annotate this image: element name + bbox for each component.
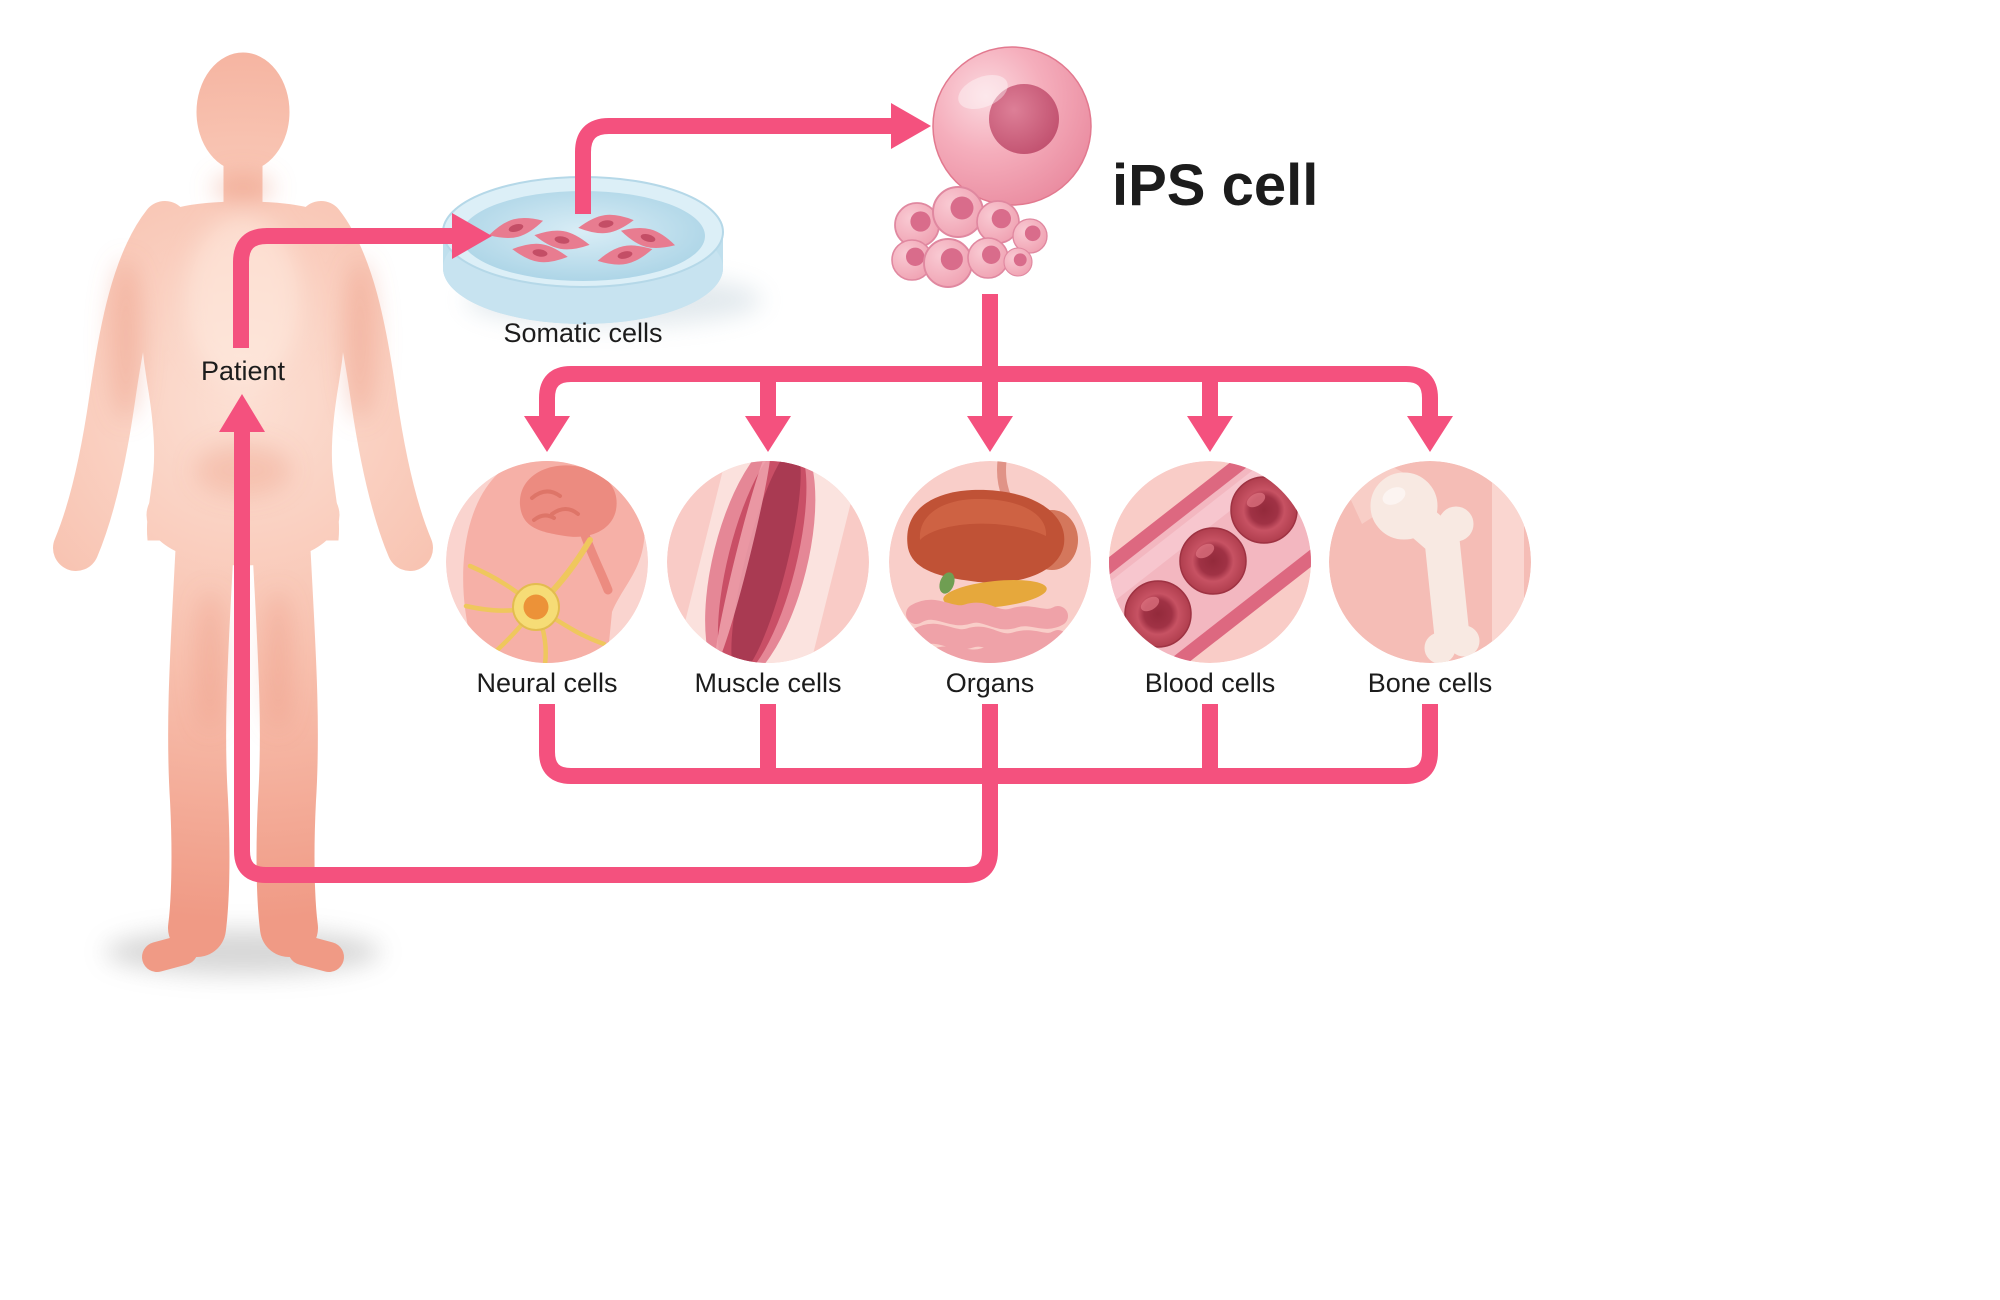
somatic-cells-label: Somatic cells (503, 318, 662, 348)
ips-cell-label: iPS cell (1112, 153, 1318, 218)
neural-icon (463, 461, 645, 663)
vessel-wall-bottom (1109, 498, 1311, 663)
return-line-to-patient (234, 430, 998, 883)
arrow-patient-to-dish (233, 213, 492, 348)
ips-cell-nucleus (989, 84, 1059, 154)
ips-cell (932, 46, 1092, 206)
arrow-distribution (539, 294, 1438, 420)
bone-cells-label: Bone cells (1368, 668, 1493, 698)
arrowhead-bone (1407, 416, 1453, 452)
muscle-cells-circle (667, 461, 869, 663)
neural-cells-circle (446, 461, 648, 663)
patient-left-arm (53, 201, 188, 571)
return-arrowhead-up (219, 394, 265, 432)
distribution-bar (539, 366, 1438, 420)
liver-highlight (919, 498, 1047, 540)
vessel-wall-top (1109, 461, 1311, 626)
dish-water (461, 191, 705, 281)
arrowhead-organs (967, 416, 1013, 452)
organs-circle (889, 461, 1091, 663)
red-blood-cell (1230, 476, 1298, 544)
brain-shape (519, 465, 617, 537)
muscle-highlight (714, 461, 771, 663)
blood-cells-label: Blood cells (1145, 668, 1276, 698)
patient-label: Patient (201, 356, 286, 386)
femur-bone-icon (1370, 472, 1480, 663)
neuron-nucleus (523, 594, 549, 620)
arrowhead-right-dish (452, 213, 492, 259)
distribution-arrowheads (524, 416, 1453, 452)
bone-cells-circle (1329, 461, 1531, 663)
petri-dish (442, 176, 762, 326)
femur-shaft (1394, 496, 1470, 654)
tendon-band-right (753, 461, 867, 663)
arrowhead-right-ips (891, 103, 931, 149)
arrow-dish-to-ips (575, 103, 931, 214)
muscle-cells-label: Muscle cells (694, 668, 841, 698)
muscle-icon (668, 461, 867, 663)
pancreas-shape (943, 579, 1047, 609)
red-blood-cells (1124, 476, 1298, 648)
ips-cell-highlight (958, 75, 1008, 109)
red-blood-cell (1179, 527, 1247, 595)
vessel-inner-stripe (1109, 461, 1311, 645)
organs-label: Organs (946, 668, 1035, 698)
return-path-lines (234, 430, 1438, 883)
patient-right-foot (274, 911, 344, 972)
neural-cells-label: Neural cells (476, 668, 617, 698)
bone-highlight (1382, 487, 1406, 505)
arrowhead-neural (524, 416, 570, 452)
arrowhead-muscle (745, 416, 791, 452)
arrowhead-blood (1187, 416, 1233, 452)
red-blood-cell (1124, 580, 1192, 648)
muscle-core (731, 461, 801, 663)
femur-condyle-right (1448, 625, 1480, 657)
patient-right-arm (298, 201, 433, 571)
gallbladder-shape (939, 572, 955, 594)
patient-left-foot (142, 911, 212, 972)
